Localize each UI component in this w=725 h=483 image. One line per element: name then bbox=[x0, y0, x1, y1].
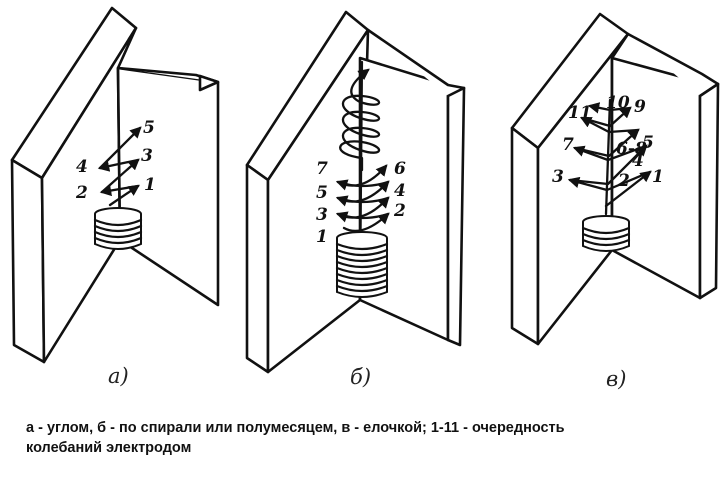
panel-a-num-3: 3 bbox=[141, 146, 153, 166]
panel-c-back-wall-side bbox=[698, 82, 720, 300]
panel-a-num-4: 4 bbox=[76, 157, 88, 177]
panel-b-num-4: 4 bbox=[394, 181, 406, 201]
panel-b-crescent-motion-arrows bbox=[335, 164, 390, 233]
panel-c-num-9: 9 bbox=[634, 97, 646, 117]
panel-a-num-5: 5 bbox=[143, 118, 155, 138]
panel-b-num-6: 6 bbox=[394, 159, 406, 179]
panel-a-label: а) bbox=[108, 364, 129, 388]
panel-c-num-5: 5 bbox=[642, 133, 654, 153]
panel-b-spiral-weld: 1 2 3 4 5 6 7 б) bbox=[245, 10, 466, 389]
panel-a-num-1: 1 bbox=[144, 175, 156, 195]
panel-b-num-5: 5 bbox=[316, 183, 328, 203]
panel-b-spiral-path bbox=[339, 68, 381, 172]
panel-c-num-2: 2 bbox=[617, 171, 630, 191]
panel-b-num-1: 1 bbox=[316, 227, 328, 247]
panel-c-herringbone-weld: 1 2 3 4 5 6-8 7 9 10 11 в) bbox=[510, 12, 720, 391]
panel-c-num-4: 4 bbox=[632, 151, 644, 171]
panel-c-num-3: 3 bbox=[552, 167, 564, 187]
panel-c-label: в) bbox=[606, 367, 626, 391]
panel-b-num-2: 2 bbox=[393, 201, 406, 221]
panel-b-label: б) bbox=[350, 365, 371, 389]
panel-c-num-6-8: 6-8 bbox=[616, 139, 647, 159]
panel-a-left-wall-front bbox=[10, 158, 46, 364]
panel-a-corner-weld: 1 2 3 4 5 а) bbox=[10, 6, 220, 388]
panel-c-num-10: 10 bbox=[606, 93, 630, 113]
panel-c-left-wall-front bbox=[510, 126, 540, 346]
figure-caption: а - углом, б - по спирали или полумесяце… bbox=[26, 418, 706, 458]
caption-line-1: а - углом, б - по спирали или полумесяце… bbox=[26, 420, 565, 436]
caption-line-2: колебаний электродом bbox=[26, 440, 192, 456]
panel-c-num-7: 7 bbox=[562, 135, 574, 155]
panel-a-num-2: 2 bbox=[75, 183, 88, 203]
panel-b-num-3: 3 bbox=[316, 205, 328, 225]
panel-c-num-1: 1 bbox=[652, 167, 664, 187]
panel-a-weld-bead bbox=[93, 207, 143, 250]
panel-b-back-wall-side bbox=[446, 86, 466, 347]
welding-motions-diagram: 1 2 3 4 5 а) bbox=[10, 6, 720, 391]
panel-b-left-wall-front bbox=[245, 163, 270, 374]
panel-c-weld-bead bbox=[581, 215, 631, 252]
panel-a-angle-motion-arrows bbox=[97, 126, 142, 207]
panel-b-num-7: 7 bbox=[316, 159, 328, 179]
panel-c-herringbone-motion-arrows bbox=[567, 98, 652, 216]
panel-c-num-11: 11 bbox=[568, 103, 592, 123]
panel-a-back-wall-corner bbox=[198, 74, 220, 92]
panel-b-weld-bead bbox=[335, 231, 389, 298]
